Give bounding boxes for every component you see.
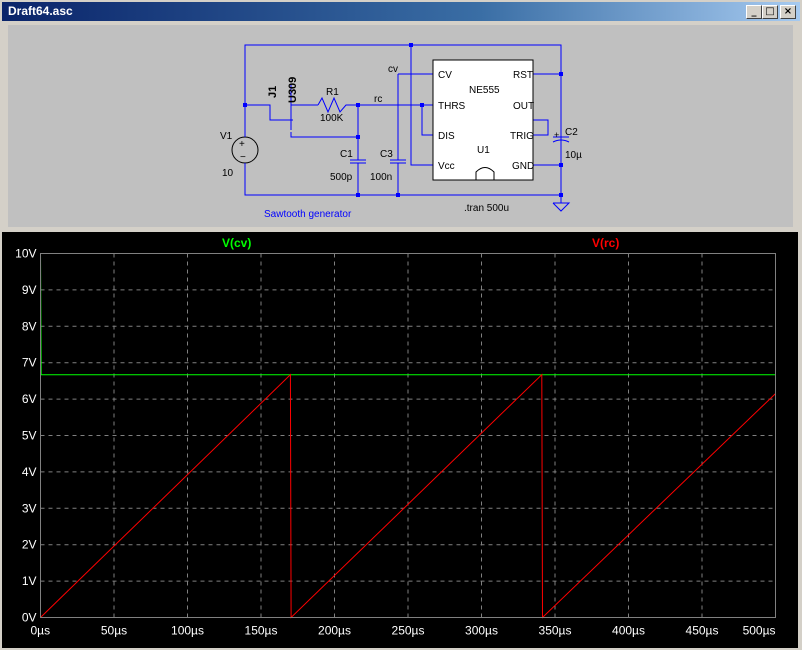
y-tick-label: 3V xyxy=(22,501,37,515)
trace-vrc xyxy=(40,373,776,619)
c1-value: 500p xyxy=(330,172,353,183)
c2-value: 10µ xyxy=(565,150,582,161)
x-tick-label: 450µs xyxy=(686,624,719,638)
ne555-chip[interactable] xyxy=(432,59,534,181)
pin-trig: TRIG xyxy=(510,131,534,142)
pin-thrs: THRS xyxy=(438,101,466,112)
schematic-background xyxy=(8,25,793,227)
y-tick-label: 10V xyxy=(15,247,36,261)
u1-model: NE555 xyxy=(469,85,500,96)
waveform-background xyxy=(2,232,798,648)
pin-cv: CV xyxy=(438,70,452,81)
pin-rst: RST xyxy=(513,70,533,81)
y-tick-label: 7V xyxy=(22,356,37,370)
y-tick-label: 4V xyxy=(22,465,37,479)
v1-value: 10 xyxy=(222,168,234,179)
x-tick-label: 500µs xyxy=(743,624,776,638)
u1-label: U1 xyxy=(477,145,490,156)
net-cv-label: cv xyxy=(388,64,398,75)
y-tick-label: 0V xyxy=(22,611,37,625)
x-tick-label: 100µs xyxy=(171,624,204,638)
svg-text:+: + xyxy=(239,139,245,150)
y-tick-label: 6V xyxy=(22,392,37,406)
y-tick-label: 5V xyxy=(22,429,37,443)
c2-plus: + xyxy=(554,130,559,140)
x-axis-ticks: 0µs 50µs 100µs 150µs 200µs 250µs 300µs 350µs 400… xyxy=(31,624,776,638)
c3-label: C3 xyxy=(380,149,393,160)
maximize-button[interactable]: □ xyxy=(762,5,778,19)
y-tick-label: 1V xyxy=(22,574,37,588)
x-tick-label: 150µs xyxy=(245,624,278,638)
net-rc-label: rc xyxy=(374,94,382,105)
x-tick-label: 0µs xyxy=(31,624,51,638)
x-tick-label: 50µs xyxy=(101,624,127,638)
x-tick-label: 300µs xyxy=(465,624,498,638)
j1-label: J1 xyxy=(267,86,279,98)
plot-grid xyxy=(40,253,776,618)
close-button[interactable]: × xyxy=(780,5,796,19)
window-title: Draft64.asc xyxy=(8,4,73,18)
pin-vcc: Vcc xyxy=(438,161,455,172)
y-tick-label: 8V xyxy=(22,319,37,333)
c2-label: C2 xyxy=(565,127,578,138)
y-tick-label: 9V xyxy=(22,283,37,297)
trace-label-vcv[interactable]: V(cv) xyxy=(222,236,251,250)
waveform-viewer[interactable]: 0V 1V 2V 3V 4V 5V 6V 7V 8V 9V 10V 0µs 50µs 100µs 150µ… xyxy=(2,232,798,648)
window-titlebar[interactable]: Draft64.asc _ □ × xyxy=(2,2,800,21)
tran-directive[interactable]: .tran 500u xyxy=(464,203,509,214)
plot-frame xyxy=(40,253,776,618)
y-tick-label: 2V xyxy=(22,538,37,552)
r1-value: 100K xyxy=(320,113,344,124)
pin-gnd: GND xyxy=(512,161,534,172)
y-axis-ticks: 0V 1V 2V 3V 4V 5V 6V 7V 8V 9V 10V xyxy=(15,247,36,625)
c1-label: C1 xyxy=(340,149,353,160)
x-tick-label: 250µs xyxy=(392,624,425,638)
pin-dis: DIS xyxy=(438,131,455,142)
schematic-canvas[interactable]: + − V1 10 J1 U309 R1 100K C1 500p C3 100… xyxy=(8,25,793,227)
v1-label: V1 xyxy=(220,131,233,142)
r1-label: R1 xyxy=(326,87,339,98)
x-tick-label: 350µs xyxy=(539,624,572,638)
schematic-comment: Sawtooth generator xyxy=(264,209,352,220)
junction-dots xyxy=(243,43,563,197)
x-tick-label: 400µs xyxy=(612,624,645,638)
minimize-button[interactable]: _ xyxy=(746,5,762,19)
j1-model: U309 xyxy=(287,77,299,103)
trace-label-vrc[interactable]: V(rc) xyxy=(592,236,619,250)
pin-out: OUT xyxy=(513,101,534,112)
svg-text:−: − xyxy=(240,152,246,163)
c3-value: 100n xyxy=(370,172,392,183)
x-tick-label: 200µs xyxy=(318,624,351,638)
